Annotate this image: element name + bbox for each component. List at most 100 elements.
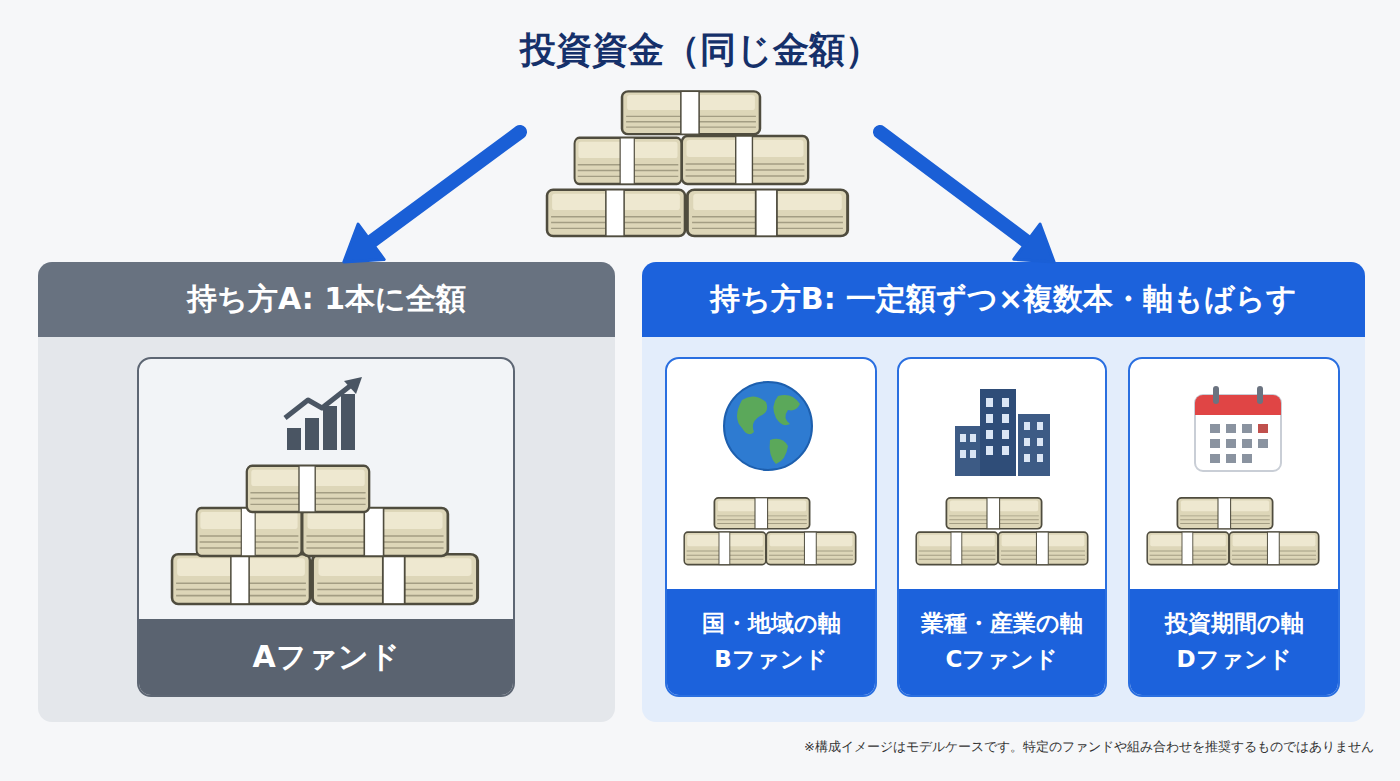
building-icon-part — [1018, 414, 1050, 476]
growth-chart-icon-part — [285, 386, 350, 418]
fund-label-band: Aファンド — [139, 619, 513, 695]
money-pile-part — [197, 508, 302, 556]
building-icon-part-part — [986, 430, 993, 439]
axis-label: 国・地域の軸 — [702, 606, 841, 642]
axis-label: 業種・産業の軸 — [921, 606, 1083, 642]
money-pile-part — [312, 554, 477, 604]
globe-icon-part — [724, 382, 812, 470]
calendar-icon-part-part — [1226, 424, 1236, 433]
source-group: 投資資金（同じ金額） — [520, 18, 880, 246]
globe-icon-part — [724, 382, 812, 470]
calendar-icon-part — [1195, 395, 1281, 415]
title-text: 投資資金（同じ金額） — [480, 26, 920, 75]
calendar-icon-part-part — [1242, 424, 1252, 433]
growth-chart-icon-part — [287, 428, 301, 450]
money-pile — [916, 498, 1087, 565]
calendar-icon-part-part — [1210, 439, 1220, 448]
money-pile-part — [302, 508, 448, 556]
strategy-panel: 持ち方A: 1本に全額 Aファンド — [38, 262, 615, 722]
globe-icon-part — [773, 395, 800, 425]
calendar-icon — [1195, 386, 1281, 471]
building-icon-part-part — [1002, 414, 1009, 423]
arrow-shaft — [368, 132, 520, 244]
building-icon-part-part — [1002, 430, 1009, 439]
calendar-icon-part-part — [1210, 424, 1220, 433]
building-icon-part-part — [960, 434, 966, 442]
fund-name: Cファンド — [946, 642, 1059, 678]
panel-heading: 持ち方B: 一定額ずつ×複数本・軸もばらす — [710, 279, 1297, 320]
building-icon-part — [980, 389, 1016, 476]
arrow-head — [344, 224, 384, 262]
calendar-icon-part-part — [1242, 454, 1252, 463]
calendar-icon-part-part — [1242, 439, 1252, 448]
money-pile-part — [1229, 532, 1318, 565]
caption-note: ※構成イメージはモデルケースです。特定のファンドや組み合わせを推奨するものではあ… — [804, 738, 1374, 756]
calendar-icon-part — [1213, 386, 1219, 404]
arrow-shaft — [880, 132, 1030, 244]
money-pile-part — [575, 138, 682, 184]
panel-heading: 持ち方A: 1本に全額 — [187, 279, 466, 320]
fund-box: Aファンド — [137, 357, 515, 697]
growth-chart-icon-part — [344, 377, 362, 394]
fund-box: 業種・産業の軸Cファンド — [897, 357, 1107, 697]
fund-label-band: 投資期間の軸Dファンド — [1130, 589, 1338, 695]
growth-chart-icon-part — [305, 418, 319, 450]
calendar-icon-part — [1210, 424, 1268, 463]
money-pile-part — [547, 190, 685, 236]
building-icon-part-part — [960, 450, 966, 458]
money-pile-part — [687, 190, 847, 236]
money-pile-part — [1147, 532, 1229, 565]
building-icon-part-part — [986, 398, 993, 407]
growth-chart-icon — [285, 377, 362, 450]
building-icon-part-part — [1037, 438, 1043, 446]
building-icon-part — [955, 426, 981, 476]
building-icon-part — [960, 398, 1043, 462]
money-pile — [1147, 498, 1318, 565]
money-pile-part — [714, 498, 809, 529]
building-icon-part-part — [970, 450, 976, 458]
building-icon-part-part — [1024, 454, 1030, 462]
fund-box: 国・地域の軸Bファンド — [665, 357, 877, 697]
calendar-icon-part-part — [1226, 454, 1236, 463]
fund-name: Aファンド — [252, 637, 399, 678]
axis-label: 投資期間の軸 — [1165, 606, 1304, 642]
money-pile-part — [766, 532, 855, 565]
calendar-icon-part-part — [1258, 424, 1268, 433]
calendar-icon-part-part — [1226, 439, 1236, 448]
arrow-head — [1014, 224, 1054, 262]
building-icon-part-part — [1037, 422, 1043, 430]
building-icon-part-part — [1037, 454, 1043, 462]
calendar-icon-part — [1195, 395, 1281, 471]
globe-icon-part — [737, 396, 767, 434]
money-pile-part — [172, 554, 310, 604]
fund-label-band: 国・地域の軸Bファンド — [667, 589, 875, 695]
flow-arrow — [344, 132, 520, 262]
growth-chart-icon-part — [341, 394, 355, 450]
money-pile-part — [682, 136, 808, 184]
money-pile-part — [946, 498, 1041, 529]
building-icon-part-part — [986, 446, 993, 455]
fund-box: 投資期間の軸Dファンド — [1128, 357, 1340, 697]
building-icon-part-part — [1024, 438, 1030, 446]
building-icon-part-part — [1002, 446, 1009, 455]
building-icon-part-part — [986, 414, 993, 423]
building-icon-part-part — [1024, 422, 1030, 430]
money-pile-part — [1177, 498, 1272, 529]
money-pile-part — [998, 532, 1087, 565]
panel-header: 持ち方B: 一定額ずつ×複数本・軸もばらす — [642, 262, 1365, 337]
fund-name: Bファンド — [714, 642, 828, 678]
globe-icon-part — [770, 439, 788, 464]
globe-icon — [724, 382, 812, 470]
money-pile-part — [916, 532, 998, 565]
money-pile — [684, 498, 855, 565]
building-icon-part-part — [970, 434, 976, 442]
fund-name: Dファンド — [1176, 642, 1291, 678]
calendar-icon-part — [1257, 386, 1263, 404]
panel-header: 持ち方A: 1本に全額 — [38, 262, 615, 337]
money-pile — [172, 466, 478, 604]
calendar-icon-part-part — [1258, 439, 1268, 448]
strategy-panel: 持ち方B: 一定額ずつ×複数本・軸もばらす国・地域の軸Bファンド業種・産業の軸C… — [642, 262, 1365, 722]
money-pile-part — [622, 91, 760, 134]
